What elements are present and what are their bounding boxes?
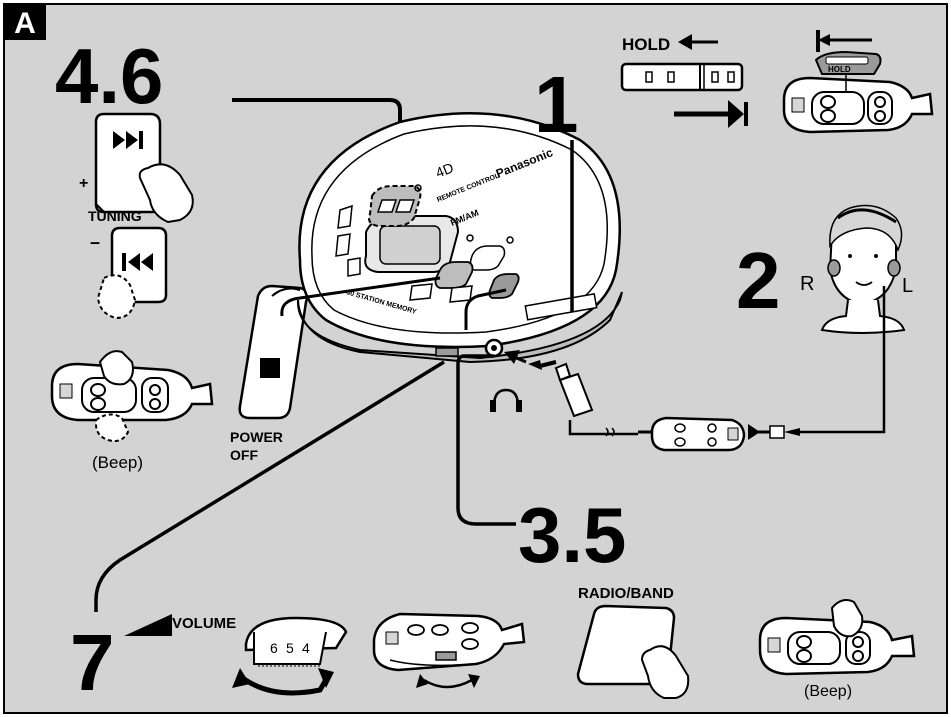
headphone-plug — [528, 360, 594, 418]
left-ear-label: L — [902, 275, 913, 297]
finger-press-icon — [830, 599, 864, 638]
cd-player-device: Panasonic 4D REMOTE CONTROL FM/AM 30 STA… — [296, 112, 623, 364]
step-3-5-number: 3.5 — [518, 491, 626, 579]
beep-right-label: (Beep) — [804, 683, 852, 700]
radio-band-label: RADIO/BAND — [578, 585, 674, 602]
volume-wedge-icon — [124, 614, 172, 636]
finger-press-icon — [138, 163, 194, 224]
finger-press-icon — [640, 645, 690, 699]
device-4d-mark: 4D — [433, 159, 456, 181]
dial-5: 5 — [286, 640, 294, 656]
finger-press-icon — [98, 350, 134, 386]
beep-left-label: (Beep) — [92, 453, 143, 472]
skip-forward-button — [94, 112, 194, 224]
remote-right — [758, 599, 916, 676]
off-label: OFF — [230, 447, 258, 463]
power-label: POWER — [230, 429, 283, 445]
panel-letter-badge: A — [4, 4, 46, 40]
leader-line-3-5 — [456, 354, 516, 526]
rotate-arrow-icon — [232, 668, 250, 688]
arrow-left-icon — [818, 34, 830, 46]
arrow-left-icon — [678, 34, 692, 50]
stop-icon — [260, 358, 280, 378]
minus-label: – — [90, 232, 100, 252]
remote-inline — [638, 416, 746, 452]
headphones-icon — [490, 388, 522, 412]
remote-left — [50, 350, 214, 442]
remote-hold: HOLD — [782, 30, 934, 134]
step-7-number: 7 — [70, 618, 115, 707]
leader-line-stop — [280, 276, 441, 317]
leader-line-4-6 — [232, 98, 402, 195]
panel-letter: A — [14, 7, 36, 40]
power-off-button — [238, 284, 309, 420]
headphone-cable — [800, 286, 886, 434]
hold-small-label: HOLD — [828, 65, 851, 74]
arrow-upleft-icon — [504, 350, 520, 364]
radio-band-button — [576, 604, 690, 699]
skip-backward-button — [96, 226, 168, 320]
remote-volume-side — [372, 612, 526, 689]
leader-line-7 — [94, 360, 445, 612]
plus-label: + — [79, 175, 88, 192]
step-1-number: 1 — [534, 60, 579, 149]
hold-label: HOLD — [622, 35, 670, 54]
finger-dashed-icon — [96, 274, 137, 320]
step-4-6-number: 4.6 — [55, 32, 163, 120]
step-2-number: 2 — [736, 236, 781, 325]
arrow-left-icon — [748, 424, 760, 440]
right-ear-label: R — [800, 273, 814, 295]
arrow-right-icon — [728, 100, 744, 128]
volume-dial: 6 5 4 — [232, 616, 348, 696]
tuning-label: TUNING — [88, 208, 142, 224]
skip-forward-icon — [113, 131, 138, 149]
finger-dashed-icon — [95, 413, 130, 442]
skip-backward-icon — [128, 253, 153, 271]
dial-4: 4 — [302, 640, 310, 656]
volume-label: VOLUME — [172, 615, 236, 632]
hold-switch — [620, 62, 744, 92]
dial-6: 6 — [270, 640, 278, 656]
